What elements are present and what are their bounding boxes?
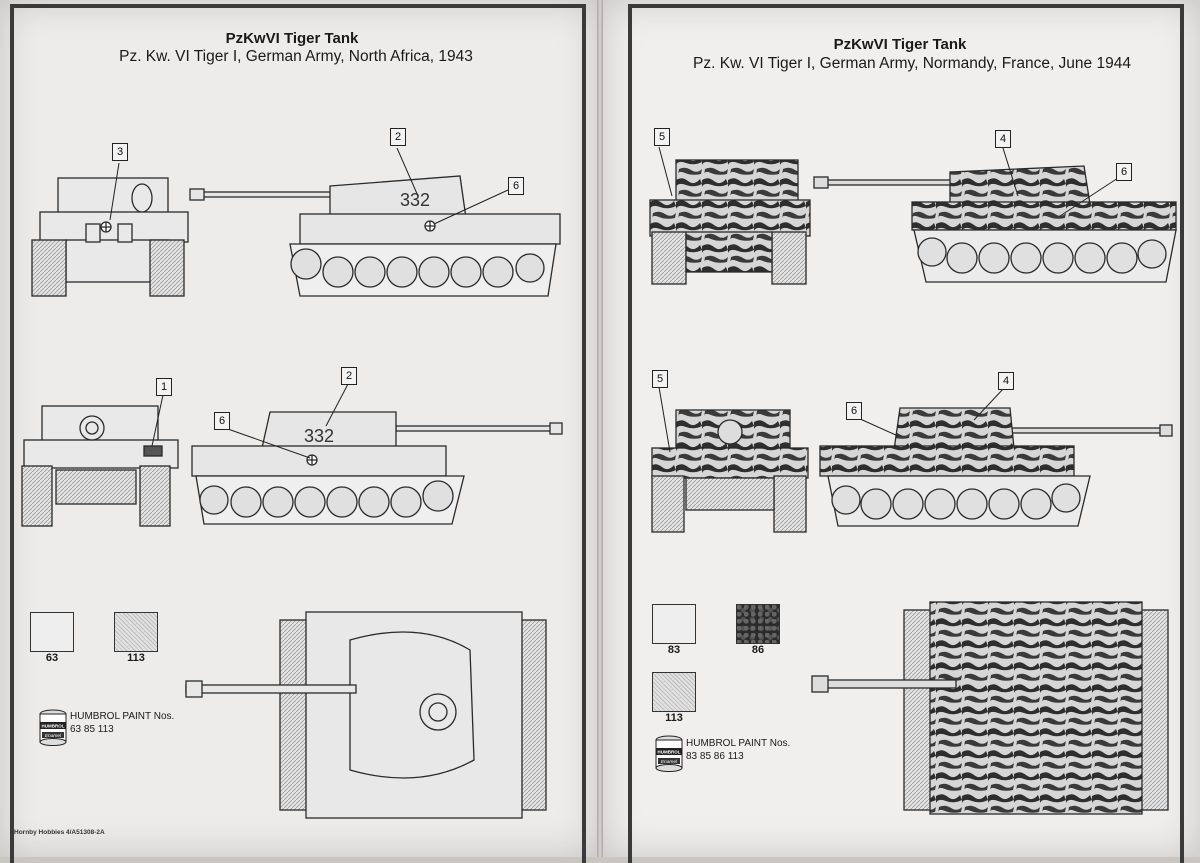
left-swatch-label-113: 113 xyxy=(127,652,145,664)
right-side-view-1 xyxy=(813,165,1177,283)
left-turret-number-1: 332 xyxy=(400,190,430,210)
right-page-frame xyxy=(628,4,1184,863)
right-swatch-label-83: 83 xyxy=(667,644,681,656)
right-paint-tin-icon: HUMBROL Enamel xyxy=(654,734,684,772)
right-rear-view xyxy=(651,409,809,533)
left-swatch-label-63: 63 xyxy=(45,652,59,664)
left-page-frame xyxy=(10,4,586,863)
left-title: PzKwVI Tiger Tank xyxy=(225,30,359,47)
right-swatch-label-113: 113 xyxy=(665,712,683,724)
left-swatch-113 xyxy=(114,612,158,652)
right-top-view xyxy=(811,601,1169,815)
svg-text:HUMBROL: HUMBROL xyxy=(658,750,681,755)
page-fold xyxy=(597,0,603,857)
right-callout-4-mid: 4 xyxy=(998,372,1014,390)
left-callout-2-top: 2 xyxy=(390,128,406,146)
right-subtitle: Pz. Kw. VI Tiger I, German Army, Normand… xyxy=(693,55,1131,72)
right-callout-5-top: 5 xyxy=(654,128,670,146)
left-swatch-63 xyxy=(30,612,74,652)
right-front-view xyxy=(649,159,811,285)
left-front-view-1 xyxy=(31,177,189,297)
right-callout-6-mid: 6 xyxy=(846,402,862,420)
left-top-view xyxy=(185,611,547,819)
right-side-view-2 xyxy=(819,407,1173,527)
svg-text:Enamel: Enamel xyxy=(45,733,62,739)
right-swatch-label-86: 86 xyxy=(751,644,765,656)
left-callout-6-top: 6 xyxy=(508,177,524,195)
left-callout-6-mid: 6 xyxy=(214,412,230,430)
left-callout-2-mid: 2 xyxy=(341,367,357,385)
right-swatch-113 xyxy=(652,672,696,712)
right-callout-4-top: 4 xyxy=(995,130,1011,148)
left-paint-numbers: 63 85 113 xyxy=(70,724,114,735)
svg-text:HUMBROL: HUMBROL xyxy=(42,724,65,729)
right-callout-5-mid: 5 xyxy=(652,370,668,388)
right-swatch-83 xyxy=(652,604,696,644)
right-callout-6-top: 6 xyxy=(1116,163,1132,181)
left-paint-heading: HUMBROL PAINT Nos. xyxy=(70,711,175,722)
left-paint-tin-icon: HUMBROL Enamel xyxy=(38,708,68,746)
left-rear-view xyxy=(21,405,179,527)
right-swatch-86 xyxy=(736,604,780,644)
footer-code: Hornby Hobbies 4/A51308-2A xyxy=(14,829,105,836)
leader-lines xyxy=(109,146,1119,459)
left-callout-3: 3 xyxy=(112,143,128,161)
left-turret-number-2: 332 xyxy=(304,426,334,446)
svg-text:Enamel: Enamel xyxy=(661,759,678,765)
left-callout-1: 1 xyxy=(156,378,172,396)
right-title: PzKwVI Tiger Tank xyxy=(833,36,967,53)
right-paint-numbers: 83 85 86 113 xyxy=(686,751,744,762)
left-side-view-2 xyxy=(191,411,563,525)
left-side-view-1 xyxy=(189,175,561,297)
left-subtitle: Pz. Kw. VI Tiger I, German Army, North A… xyxy=(119,48,473,65)
right-paint-heading: HUMBROL PAINT Nos. xyxy=(686,738,791,749)
